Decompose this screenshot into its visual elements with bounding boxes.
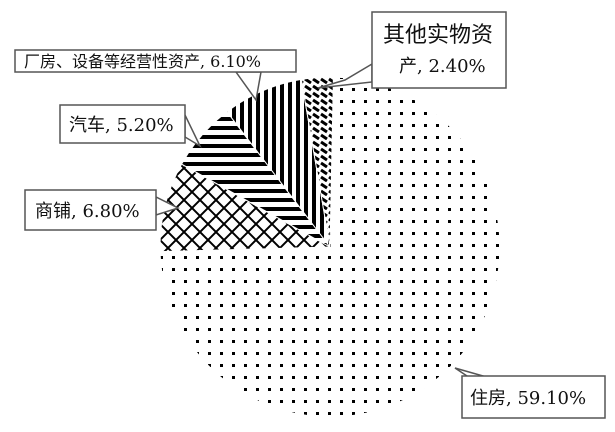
callout-box-plant-equipment: [14, 49, 297, 73]
label-car: 汽车, 5.20%: [69, 115, 174, 136]
label-housing: 住房, 59.10%: [470, 388, 586, 409]
callout-box-shop: [24, 189, 157, 231]
label-shop: 商铺, 6.80%: [35, 201, 140, 222]
label-plant-equipment: 厂房、设备等经营性资产, 6.10%: [24, 52, 261, 71]
callout-box-other-assets: [371, 11, 507, 89]
label-other-assets-line1: 其他实物资: [383, 23, 493, 48]
label-other-assets-line2: 产, 2.40%: [399, 56, 486, 77]
pie-slice-other-assets: [300, 76, 334, 248]
callouts: 其他实物资 产, 2.40% 厂房、设备等经营性资产, 6.10% 汽车, 5.…: [14, 11, 606, 419]
callout-box-housing: [461, 375, 606, 419]
callout-box-car: [59, 104, 186, 144]
